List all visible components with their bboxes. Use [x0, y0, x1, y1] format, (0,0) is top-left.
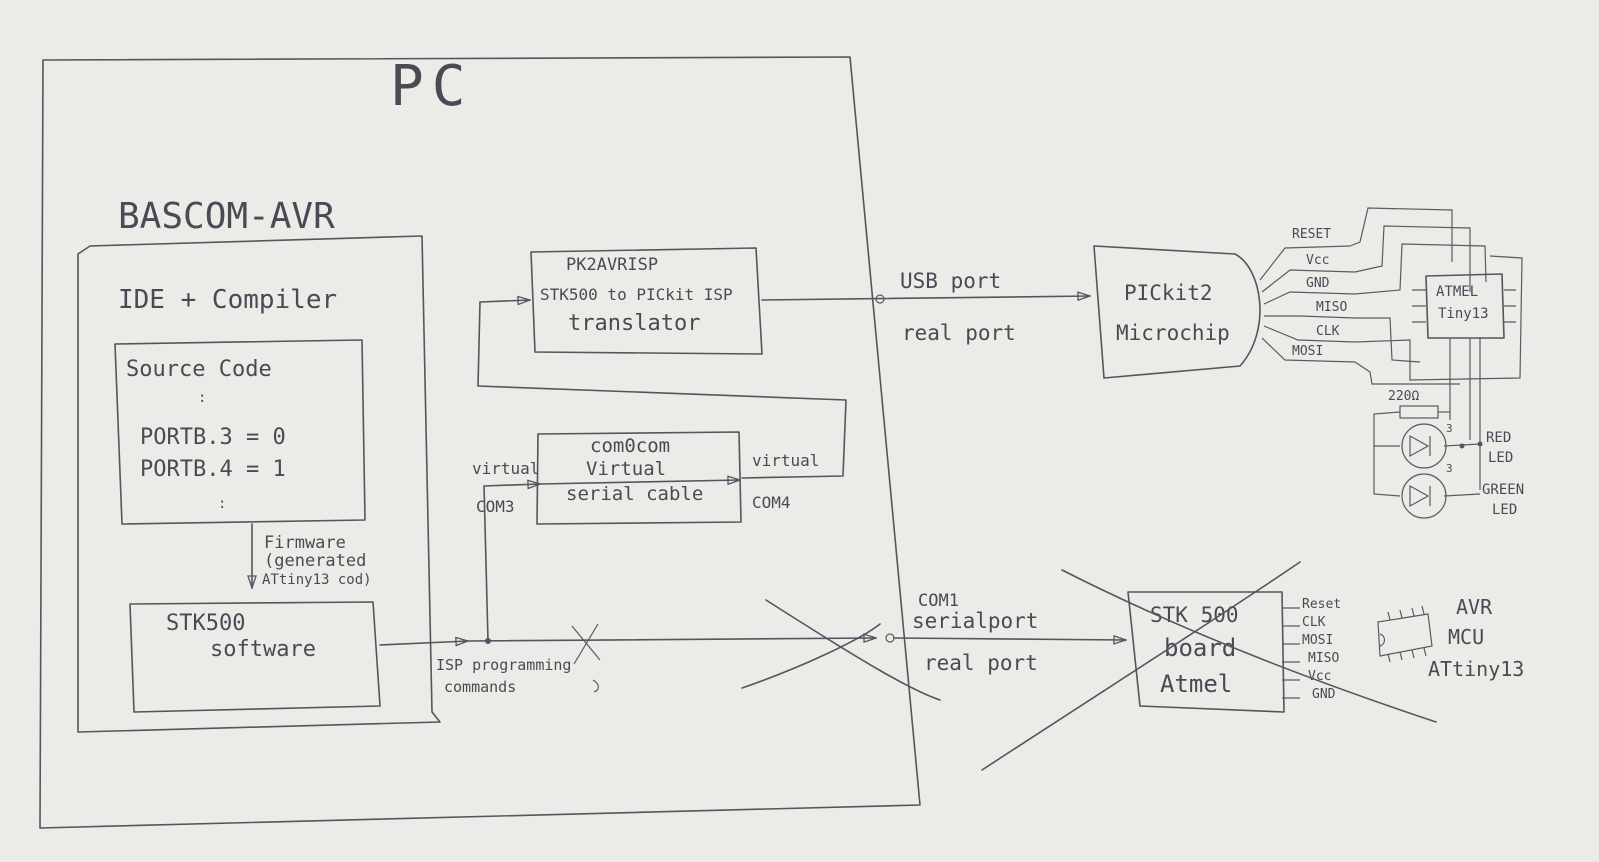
firmware-note-2: (generated [264, 551, 366, 571]
pk2avrisp-title: PK2AVRISP [566, 255, 658, 275]
pc-label: PC [390, 54, 473, 119]
com0com-cable: serial cable [566, 483, 703, 505]
pickit-wires [1259, 207, 1523, 385]
pc-box [39, 56, 921, 829]
avr-mcu-chip [1377, 613, 1433, 657]
source-code-dots: : [198, 390, 206, 406]
stk500-board-line1: STK 500 [1150, 603, 1239, 627]
chip-pins [1412, 289, 1516, 490]
pickit-pin-miso: MISO [1316, 300, 1347, 315]
source-code-dots-bottom: : [218, 496, 226, 512]
pickit-pin-gnd: GND [1306, 276, 1330, 291]
com1-label: COM1 [918, 591, 959, 611]
firmware-note-1: Firmware [264, 533, 346, 553]
stk500-pin-gnd: GND [1312, 687, 1336, 702]
com3-tap [483, 484, 540, 642]
virtual-right: virtual [752, 451, 819, 470]
bascom-label: BASCOM-AVR [118, 196, 335, 237]
stk500-pin-reset: Reset [1302, 597, 1341, 612]
stk500-pin-lines [1282, 607, 1300, 699]
resistor [1399, 405, 1439, 419]
cross-out-line-3 [1061, 569, 1437, 723]
source-code-line2: PORTB.4 = 1 [140, 457, 286, 482]
com0com-box [536, 431, 742, 525]
cut-mark [571, 623, 601, 665]
isp-line-1 [379, 641, 468, 645]
green-led-label-2: LED [1492, 502, 1517, 518]
isp-commands-1: ISP programming [436, 656, 571, 674]
avr-mcu-line1: AVR [1456, 595, 1493, 619]
pk2avrisp-translator: translator [568, 311, 700, 336]
stk500-pin-clk: CLK [1302, 615, 1326, 630]
red-led-label-1: RED [1486, 430, 1511, 446]
cross-out-line-2 [741, 623, 881, 689]
com0com-internal-arrow [539, 480, 740, 484]
cut-mark-tail [592, 679, 599, 693]
avr-mcu-line3: ATtiny13 [1428, 657, 1524, 681]
usb-port-label: USB port [900, 269, 1001, 293]
led-wiring [1373, 411, 1481, 497]
cross-out-line-1 [765, 599, 941, 701]
com4-label: COM4 [752, 493, 791, 512]
atmel-chip-line2: Tiny13 [1438, 306, 1489, 322]
ide-label: IDE + Compiler [118, 285, 337, 315]
com4-loop [477, 300, 847, 479]
resistor-label: 220Ω [1388, 389, 1419, 404]
isp-line-2 [467, 638, 876, 641]
source-code-line1: PORTB.3 = 0 [140, 425, 286, 450]
stk500-board-line3: Atmel [1160, 670, 1232, 698]
pickit-pin-clk: CLK [1316, 324, 1340, 339]
stk500-board-box [1127, 591, 1285, 713]
pickit-pin-vcc: Vcc [1306, 253, 1329, 268]
atmel-chip [1425, 273, 1505, 339]
com0com-title: com0com [590, 435, 670, 457]
stk500-software-box [129, 601, 381, 713]
cross-out-line-4 [981, 561, 1301, 771]
com3-label: COM3 [476, 497, 515, 516]
com1-line [893, 638, 1126, 640]
firmware-note-3: ATtiny13 cod) [262, 572, 372, 588]
avr-mcu-pins [1387, 605, 1427, 663]
pk2avrisp-box [530, 247, 763, 355]
pickit-pin-reset: RESET [1292, 227, 1331, 242]
pk2avrisp-desc: STK500 to PICkit ISP [540, 285, 733, 304]
usb-line [761, 296, 1090, 300]
com1-serialport: serialport [912, 609, 1038, 633]
green-led-circle [1401, 473, 1447, 519]
stk500-software-line1: STK500 [166, 611, 245, 636]
isp-commands-2: commands [444, 678, 516, 696]
stk500-pin-vcc: Vcc [1308, 669, 1331, 684]
com1-real-port: real port [924, 651, 1038, 675]
stk500-board-line2: board [1164, 634, 1236, 662]
usb-connector [875, 294, 885, 304]
pin-number-2: 3 [1446, 462, 1453, 475]
source-code-box [114, 339, 366, 525]
red-led-label-2: LED [1488, 450, 1513, 466]
pin-number-1: 3 [1446, 422, 1453, 435]
virtual-left: virtual [472, 459, 539, 478]
green-led-label-1: GREEN [1482, 482, 1524, 498]
pickit2-line1: PICkit2 [1124, 281, 1213, 305]
stk500-pin-mosi: MOSI [1302, 633, 1333, 648]
stk500-software-line2: software [210, 637, 316, 662]
avr-mcu-line2: MCU [1448, 625, 1484, 649]
pickit2-line2: Microchip [1116, 321, 1230, 345]
com1-connector [885, 633, 895, 643]
source-code-title: Source Code [126, 357, 272, 382]
pickit-pin-mosi: MOSI [1292, 344, 1323, 359]
pickit2-box [1093, 245, 1261, 379]
com0com-virtual: Virtual [586, 458, 666, 480]
red-led-circle [1401, 423, 1447, 469]
red-led-symbol [1409, 434, 1431, 458]
usb-real-port-label: real port [902, 321, 1016, 345]
green-led-symbol [1409, 484, 1431, 508]
atmel-chip-line1: ATMEL [1436, 284, 1478, 300]
bascom-box [77, 235, 441, 733]
stk500-pin-miso: MISO [1308, 651, 1339, 666]
